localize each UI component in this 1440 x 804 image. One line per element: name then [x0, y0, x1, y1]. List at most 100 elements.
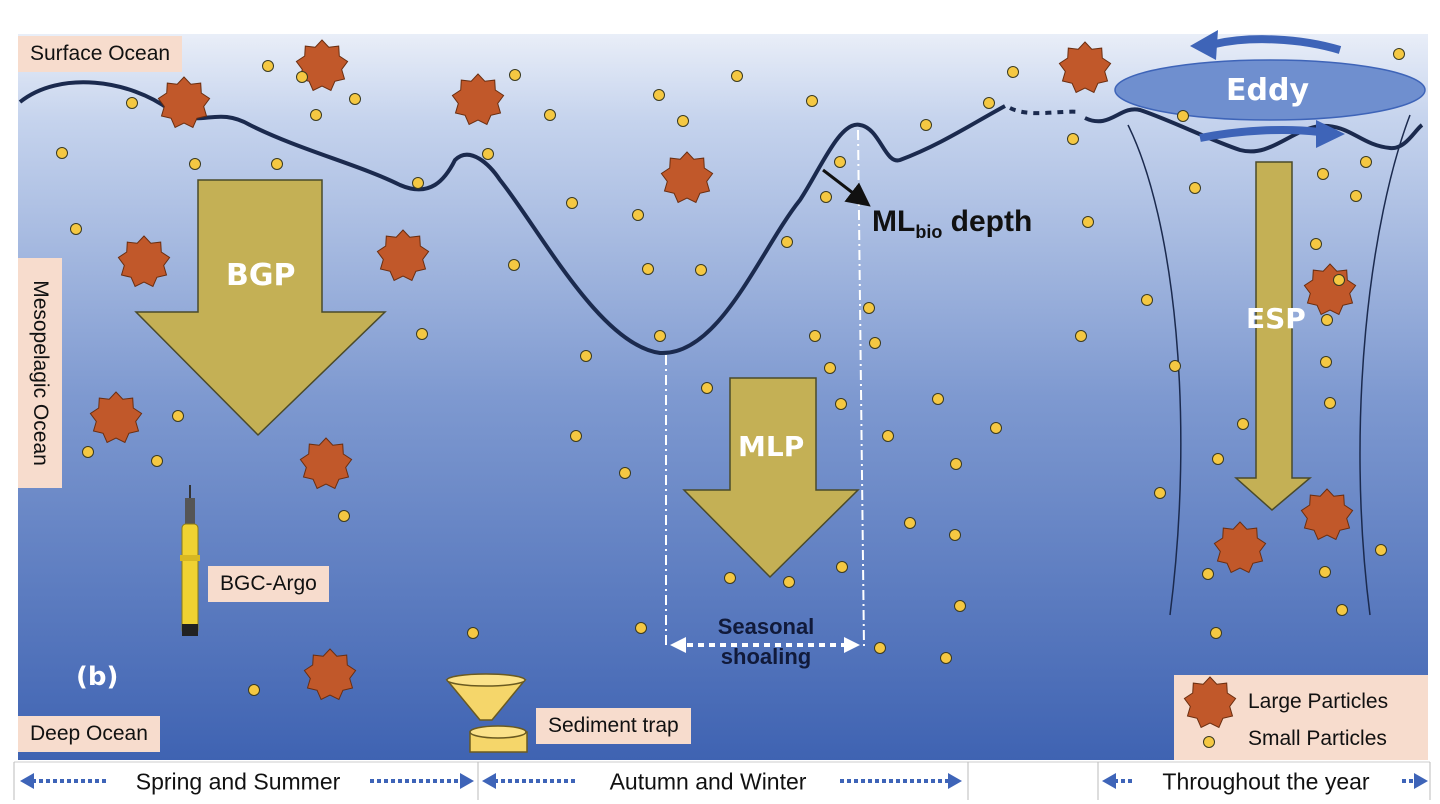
eddy-ellipse [1114, 59, 1426, 121]
small-particle [1141, 294, 1153, 306]
small-particle [1082, 216, 1094, 228]
small-particle [836, 561, 848, 573]
legend-small-label: Small Particles [1248, 727, 1387, 750]
eddy-arrowhead-top [1190, 30, 1218, 60]
sediment-trap-label: Sediment trap [536, 708, 691, 744]
small-particle [467, 627, 479, 639]
small-particle [820, 191, 832, 203]
small-particle [809, 330, 821, 342]
sediment-trap-icon [445, 673, 528, 753]
small-particle [1320, 356, 1332, 368]
large-particle [299, 437, 353, 490]
small-particle [126, 97, 138, 109]
timeline-throughout-year: Throughout the year [1154, 768, 1378, 796]
small-particle [1375, 544, 1387, 556]
small-particle [834, 156, 846, 168]
small-particle [1310, 238, 1322, 250]
legend-large-label: Large Particles [1248, 690, 1389, 713]
small-particle [70, 223, 82, 235]
large-particles-layer [89, 39, 1357, 729]
esp-arrow [1234, 161, 1313, 511]
small-particle [262, 60, 274, 72]
small-particle [731, 70, 743, 82]
large-particle [117, 235, 171, 288]
small-particle [863, 302, 875, 314]
surface-ocean-label: Surface Ocean [18, 36, 183, 72]
small-particle [1393, 48, 1405, 60]
small-particle [1319, 566, 1331, 578]
small-particle [412, 177, 424, 189]
shoaling-guide-right [857, 129, 865, 649]
small-particle [1333, 274, 1345, 286]
large-particle [1058, 41, 1112, 94]
large-particle [660, 151, 714, 204]
small-particle [1360, 156, 1372, 168]
eddy-layer-curve [1084, 107, 1424, 154]
small-particle [632, 209, 644, 221]
timeline-spring-summer: Spring and Summer [127, 768, 349, 796]
small-particle [653, 89, 665, 101]
small-particle [950, 458, 962, 470]
bgc-argo-float [180, 485, 200, 636]
small-particle [1336, 604, 1348, 616]
small-particle [1324, 397, 1336, 409]
bgp-arrow [134, 179, 387, 437]
small-particle [82, 446, 94, 458]
small-particle [296, 71, 308, 83]
eddy-label: Eddy [1226, 73, 1309, 108]
ml-bio-pointer [822, 168, 871, 207]
large-particle [376, 229, 430, 282]
large-particle [1183, 676, 1237, 729]
small-particle [570, 430, 582, 442]
bgp-label: BGP [226, 258, 296, 293]
small-particle [1210, 627, 1222, 639]
small-particle [310, 109, 322, 121]
small-particle [349, 93, 361, 105]
eddy-arrow-top [1214, 35, 1342, 54]
small-particle [940, 652, 952, 664]
eddy-arrowhead-bottom [1316, 120, 1345, 148]
small-particle [874, 642, 886, 654]
small-particle [1177, 110, 1189, 122]
shoaling-arrowhead-left [670, 637, 686, 653]
small-particle [248, 684, 260, 696]
small-particle [635, 622, 647, 634]
eddy-boundary-left [1127, 124, 1182, 616]
eddy-boundary-right [1359, 114, 1411, 616]
small-particle [949, 529, 961, 541]
small-particle [869, 337, 881, 349]
small-particle [904, 517, 916, 529]
timeline-autumn-winter: Autumn and Winter [601, 768, 815, 796]
small-particle [695, 264, 707, 276]
small-particle [1203, 736, 1215, 748]
small-particle [932, 393, 944, 405]
small-particle [189, 158, 201, 170]
small-particle [56, 147, 68, 159]
large-particle [157, 76, 211, 129]
small-particle [824, 362, 836, 374]
small-particle [1237, 418, 1249, 430]
ml-bio-depth-label: MLbio depth [872, 205, 1032, 243]
large-particle [295, 39, 349, 92]
small-particle [1202, 568, 1214, 580]
small-particle [338, 510, 350, 522]
large-particle [303, 648, 357, 701]
small-particle [781, 236, 793, 248]
small-particle [1350, 190, 1362, 202]
small-particle [416, 328, 428, 340]
mixed-layer-depth-curve [18, 80, 1006, 356]
small-particle [920, 119, 932, 131]
small-particle [1212, 453, 1224, 465]
large-particle [451, 73, 505, 126]
mesopelagic-ocean-label-box: Mesopelagic Ocean [18, 258, 62, 488]
shoaling-line: shoaling [720, 644, 812, 669]
small-particle [882, 430, 894, 442]
ml-prefix: ML [872, 205, 916, 238]
small-particle [1007, 66, 1019, 78]
small-particle [544, 109, 556, 121]
small-particle [701, 382, 713, 394]
seasonal-line: Seasonal [717, 614, 815, 639]
small-particle [983, 97, 995, 109]
small-particle [482, 148, 494, 160]
small-particle [1154, 487, 1166, 499]
